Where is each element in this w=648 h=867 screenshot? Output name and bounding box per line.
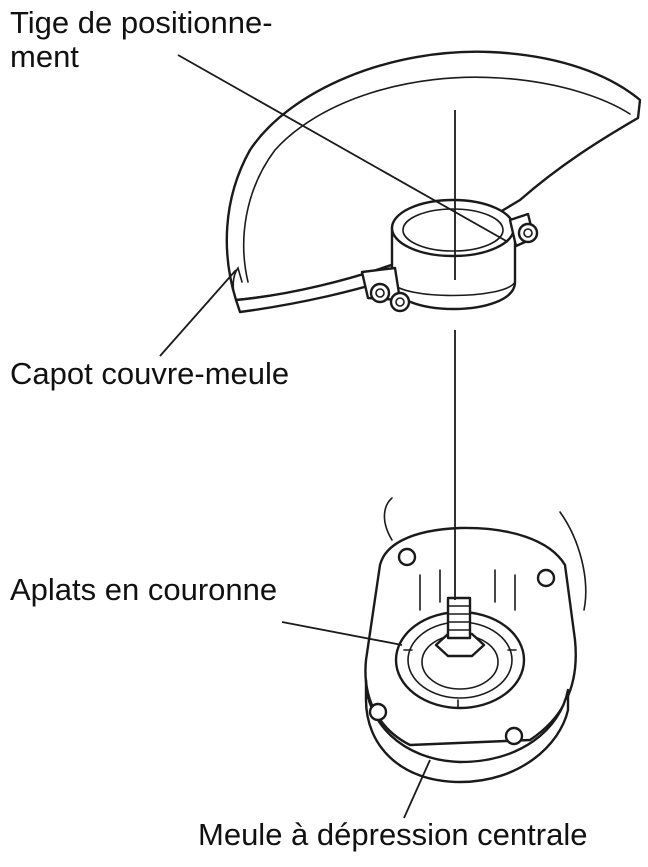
- leader-aplats: [281, 621, 403, 646]
- label-positioning-pin: Tige de positionne- ment: [10, 6, 273, 74]
- label-positioning-pin-line2: ment: [10, 39, 79, 74]
- label-wheel-guard: Capot couvre-meule: [10, 356, 290, 391]
- label-positioning-pin-line1: Tige de positionne-: [10, 5, 273, 40]
- label-depressed-center-wheel: Meule à dépression centrale: [198, 817, 588, 852]
- grinder-head: [364, 497, 587, 784]
- leader-tige: [177, 54, 509, 243]
- label-crown-flats: Aplats en couronne: [10, 572, 278, 607]
- leader-meule: [403, 759, 431, 819]
- leader-capot: [159, 269, 237, 357]
- guard-collar: [360, 198, 539, 313]
